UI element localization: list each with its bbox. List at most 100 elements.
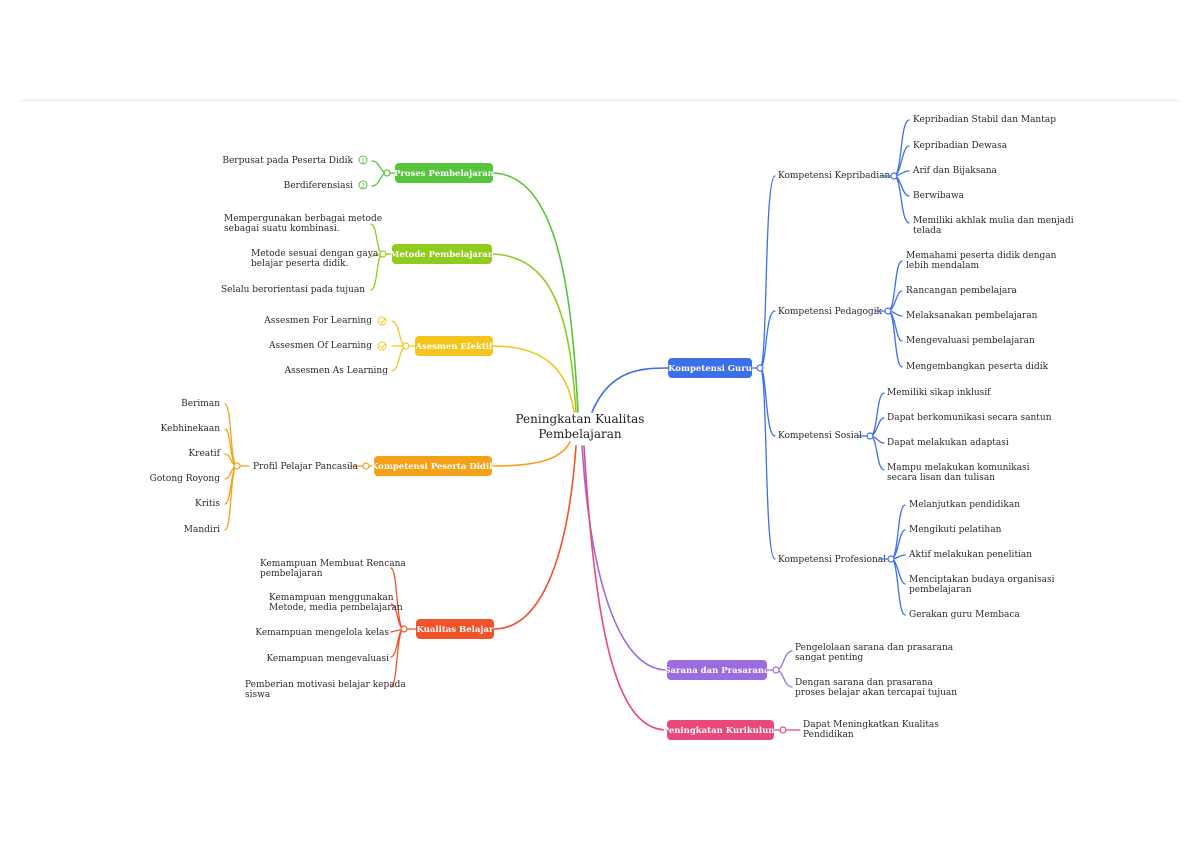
kepribadian-item-1: Kepribadian Stabil dan Mantap <box>913 115 1056 125</box>
peserta-label: Kompetensi Peserta Didik <box>371 462 496 472</box>
kualitas-item-4: Kemampuan mengevaluasi <box>266 654 389 664</box>
topic-asesmen-efektif[interactable]: Asesmen Efektif Assesmen For Learning As… <box>263 316 494 376</box>
guru-node[interactable] <box>668 358 752 378</box>
kurikulum-label: Peningkatan Kurikulum <box>663 726 778 736</box>
metode-collapse-toggle[interactable] <box>379 250 387 258</box>
branch-guru <box>591 367 669 413</box>
proses-item-1: Berpusat pada Peserta Didik <box>222 156 353 166</box>
kualitas-label: Kualitas Belajar <box>417 625 494 635</box>
metode-bracket <box>370 223 393 291</box>
sarana-node[interactable] <box>667 660 767 680</box>
proses-node[interactable] <box>395 163 493 183</box>
sosial-item-4b: secara lisan dan tulisan <box>887 473 995 483</box>
metode-item-1b: sebagai suatu kombinasi. <box>224 224 340 234</box>
check-mark-2 <box>379 343 386 349</box>
kurikulum-node[interactable] <box>667 720 774 740</box>
asesmen-label: Asesmen Efektif <box>414 342 494 352</box>
metode-item-2b: belajar peserta didik. <box>251 259 349 269</box>
kepribadian-item-5a: Memiliki akhlak mulia dan menjadi <box>913 216 1074 226</box>
profil-item-5: Kritis <box>195 499 220 509</box>
kualitas-collapse-toggle[interactable] <box>400 625 408 633</box>
profil-collapse-toggle[interactable] <box>233 462 241 470</box>
branch-asesmen <box>492 345 575 413</box>
topic-kualitas-belajar[interactable]: Kualitas Belajar Kemampuan Membuat Renca… <box>245 559 494 700</box>
metode-node[interactable] <box>392 244 492 264</box>
peserta-sub: Profil Pelajar Pancasila <box>253 462 359 472</box>
asesmen-item-3: Assesmen As Learning <box>284 366 389 376</box>
proses-label: Proses Pembelajaran <box>394 169 494 179</box>
center-title-line1: Peningkatan Kualitas <box>516 412 645 426</box>
center-topic[interactable]: Peningkatan Kualitas Pembelajaran <box>516 412 645 441</box>
pedagogik-item-1a: Memahami peserta didik dengan <box>906 251 1057 261</box>
profil-item-6: Mandiri <box>184 525 220 535</box>
kualitas-node[interactable] <box>416 619 494 639</box>
profil-bracket <box>224 403 250 531</box>
profesional-item-5: Gerakan guru Membaca <box>909 610 1020 620</box>
profesional-item-1: Melanjutkan pendidikan <box>909 500 1020 510</box>
sarana-item-1b: sangat penting <box>795 653 864 663</box>
center-title-line2: Pembelajaran <box>538 427 622 441</box>
peserta-collapse-toggle[interactable] <box>362 462 370 470</box>
sosial-item-1: Memiliki sikap inklusif <box>887 388 991 398</box>
pedagogik-item-5: Mengembangkan peserta didik <box>906 362 1049 372</box>
sarana-item-2a: Dengan sarana dan prasarana <box>795 678 933 688</box>
peserta-node[interactable] <box>374 456 492 476</box>
asesmen-node[interactable] <box>415 336 493 356</box>
badge-1-number: 1 <box>361 158 365 165</box>
profesional-collapse-toggle[interactable] <box>887 555 895 563</box>
asesmen-collapse-toggle[interactable] <box>402 342 410 350</box>
topic-metode-pembelajaran[interactable]: Metode Pembelajaran Mempergunakan berbag… <box>221 214 494 295</box>
kualitas-item-2a: Kemampuan menggunakan <box>269 593 394 603</box>
branch-peserta <box>491 441 571 467</box>
kurikulum-collapse-toggle[interactable] <box>779 726 787 734</box>
profesional-item-4b: pembelajaran <box>909 585 972 595</box>
branch-sarana <box>581 445 668 671</box>
sarana-bracket <box>766 650 793 688</box>
guru-collapse-toggle[interactable] <box>756 364 764 372</box>
kualitas-item-5a: Pemberian motivasi belajar kepada <box>245 680 406 690</box>
sarana-item-2b: proses belajar akan tercapai tujuan <box>795 688 957 698</box>
pedagogik-collapse-toggle[interactable] <box>884 307 892 315</box>
profesional-bracket <box>878 504 906 616</box>
kualitas-item-1a: Kemampuan Membuat Rencana <box>260 559 406 569</box>
metode-label: Metode Pembelajaran <box>390 250 494 260</box>
proses-collapse-toggle[interactable] <box>383 169 391 177</box>
topic-proses-pembelajaran[interactable]: Proses Pembelajaran Berpusat pada Pesert… <box>222 155 494 191</box>
profil-item-4: Gotong Royong <box>150 474 221 484</box>
profesional-label: Kompetensi Profesional <box>778 555 886 565</box>
proses-item-2: Berdiferensiasi <box>284 181 353 191</box>
guru-bracket <box>751 175 776 560</box>
page-shadow <box>20 99 1180 102</box>
metode-item-1a: Mempergunakan berbagai metode <box>224 214 382 224</box>
sarana-collapse-toggle[interactable] <box>772 666 780 674</box>
check-icon-2 <box>377 341 387 351</box>
badge-1-icon <box>358 155 368 165</box>
topic-kompetensi-peserta-didik[interactable]: Kompetensi Peserta Didik Profil Pelajar … <box>150 399 496 535</box>
topic-sarana-prasarana[interactable]: Sarana dan Prasarana Pengelolaan sarana … <box>664 643 957 698</box>
kualitas-item-3: Kemampuan mengelola kelas <box>255 628 389 638</box>
asesmen-item-2: Assesmen Of Learning <box>268 341 372 351</box>
kepribadian-item-3: Arif dan Bijaksana <box>912 166 998 176</box>
sosial-collapse-toggle[interactable] <box>866 432 874 440</box>
kepribadian-item-2: Kepribadian Dewasa <box>913 141 1008 151</box>
sosial-item-2: Dapat berkomunikasi secara santun <box>887 413 1052 423</box>
topic-peningkatan-kurikulum[interactable]: Peningkatan Kurikulum Dapat Meningkatkan… <box>663 720 940 740</box>
profesional-item-2: Mengikuti pelatihan <box>909 525 1002 535</box>
topic-kompetensi-guru[interactable]: Kompetensi Guru Kompetensi Kepribadian K… <box>668 115 1074 620</box>
sarana-label: Sarana dan Prasarana <box>664 666 770 676</box>
guru-label: Kompetensi Guru <box>668 364 752 374</box>
badge-2-icon <box>358 180 368 190</box>
kepribadian-collapse-toggle[interactable] <box>890 172 898 180</box>
profesional-item-4a: Menciptakan budaya organisasi <box>909 575 1055 585</box>
pedagogik-item-4: Mengevaluasi pembelajaran <box>906 336 1035 346</box>
check-icon-1 <box>377 316 387 326</box>
sosial-bracket <box>857 392 885 471</box>
branch-proses <box>492 172 579 413</box>
pedagogik-label: Kompetensi Pedagogik <box>778 307 883 317</box>
sosial-item-4a: Mampu melakukan komunikasi <box>887 463 1030 473</box>
kualitas-item-2b: Metode, media pembelajaran <box>269 603 403 613</box>
kualitas-bracket <box>390 567 417 688</box>
badge-2-number: 2 <box>361 183 365 190</box>
kepribadian-bracket <box>881 119 910 224</box>
